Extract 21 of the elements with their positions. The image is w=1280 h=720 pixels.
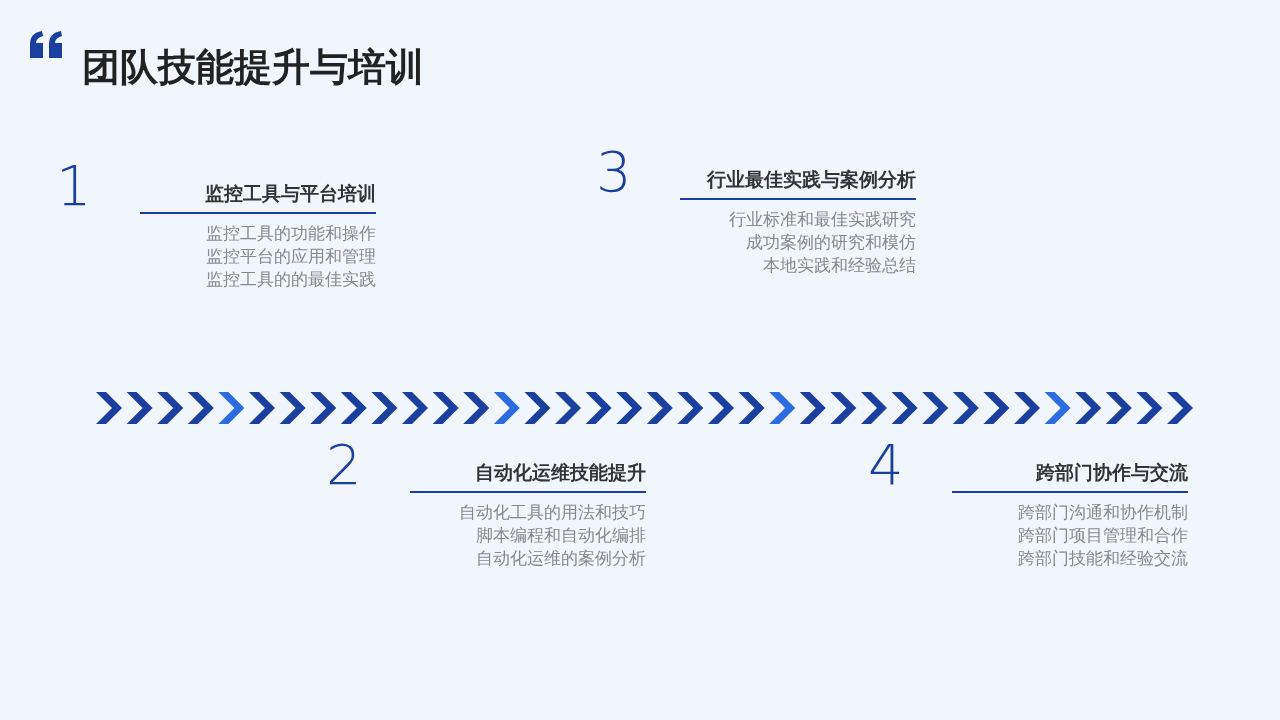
step-item-text: 监控平台的应用和管理 xyxy=(205,245,376,268)
step-item-text: 跨部门沟通和协作机制 xyxy=(1017,501,1188,524)
step-heading: 监控工具与平台培训 xyxy=(140,180,376,214)
step-item-text: 行业标准和最佳实践研究 xyxy=(728,208,916,231)
step-item-text: 跨部门项目管理和合作 xyxy=(1017,524,1188,547)
step-number: 4 xyxy=(868,435,904,495)
step-item-text: 脚本编程和自动化编排 xyxy=(475,524,646,547)
step-heading: 跨部门协作与交流 xyxy=(952,459,1188,493)
step-item-text: 跨部门技能和经验交流 xyxy=(1017,547,1188,570)
step-number: 2 xyxy=(326,435,362,495)
step-item-text: 本地实践和经验总结 xyxy=(762,254,916,277)
step-item-text: 自动化运维的案例分析 xyxy=(475,547,646,570)
step-item-text: 成功案例的研究和模仿 xyxy=(745,231,916,254)
step-item-text: 监控工具的功能和操作 xyxy=(205,222,376,245)
slide-title: 团队技能提升与培训 xyxy=(82,44,424,91)
step-heading: 自动化运维技能提升 xyxy=(410,459,646,493)
step-heading: 行业最佳实践与案例分析 xyxy=(680,166,916,200)
step-number: 1 xyxy=(56,156,92,216)
step-item-text: 自动化工具的用法和技巧 xyxy=(458,501,646,524)
step-item-text: 监控工具的的最佳实践 xyxy=(205,268,376,291)
step-number: 3 xyxy=(596,142,632,202)
